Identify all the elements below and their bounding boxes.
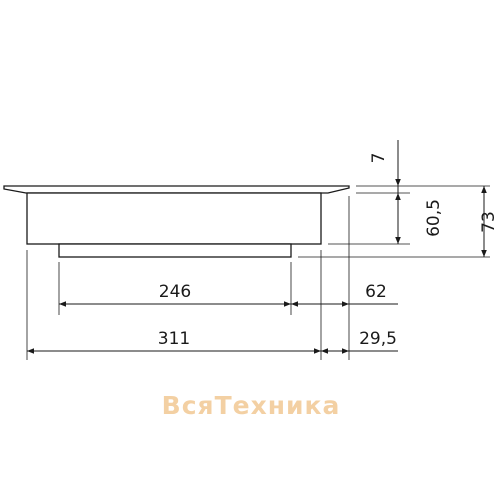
dimension-labels: 246 62 311 29,5 7 60,5 73 — [158, 153, 499, 349]
label-7: 7 — [369, 153, 389, 164]
label-73: 73 — [479, 211, 499, 233]
label-246: 246 — [159, 282, 191, 302]
top-rim — [3, 185, 350, 194]
extension-lines — [26, 185, 490, 360]
watermark-logo: ВсяТехника — [162, 391, 341, 420]
appliance-profile — [3, 185, 350, 258]
horizontal-dimensions — [27, 301, 398, 354]
bottom-bulge — [58, 243, 292, 258]
label-62: 62 — [365, 282, 387, 302]
label-311: 311 — [158, 329, 190, 349]
vertical-dimensions — [395, 140, 487, 257]
main-body — [26, 192, 322, 245]
label-60-5: 60,5 — [424, 199, 444, 237]
label-29-5: 29,5 — [359, 329, 397, 349]
